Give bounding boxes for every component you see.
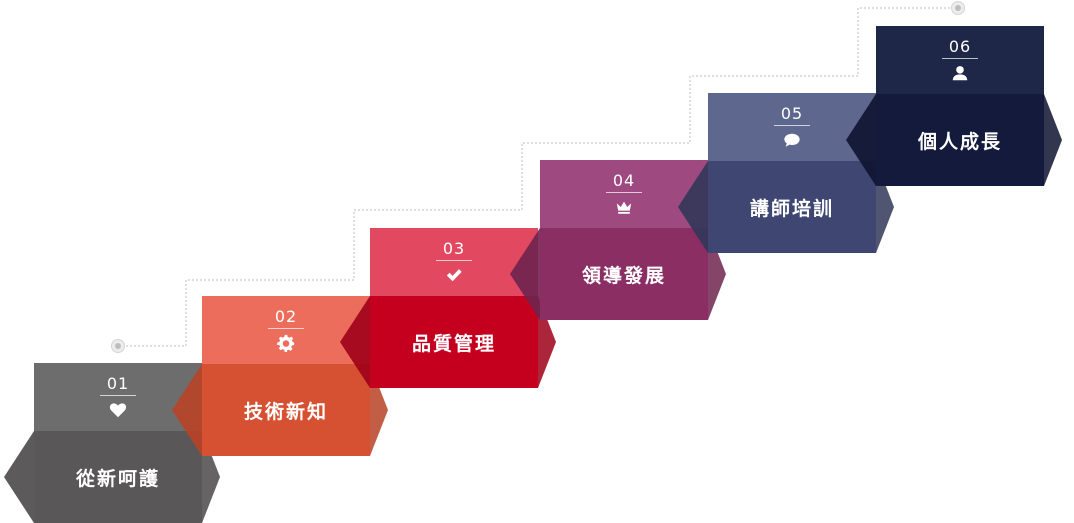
user-icon [951,64,969,82]
chat-icon [783,131,801,149]
connector-end-node [951,1,965,15]
step-number: 04 [606,172,642,193]
connector-start-node [111,339,125,353]
step-06: 06 個人成長 [846,26,1062,186]
step-right-fold [1044,94,1062,186]
check-icon [445,266,463,284]
step-label: 個人成長 [917,130,1002,153]
step-left-fold [340,296,370,388]
gear-icon [277,334,295,352]
step-label: 技術新知 [243,400,328,423]
step-label: 講師培訓 [749,197,834,220]
step-left-fold [172,364,202,456]
step-number: 01 [100,375,136,396]
step-left-fold [678,161,708,253]
step-label: 領導發展 [581,264,666,287]
step-number: 03 [436,240,472,261]
step-left-fold [510,228,540,320]
step-number: 06 [942,38,978,59]
step-body: 個人成長 [876,94,1044,186]
step-header: 06 [876,26,1044,94]
step-number: 05 [774,105,810,126]
heart-icon [109,401,127,419]
crown-icon [615,198,633,216]
step-label: 從新呵護 [75,467,160,490]
step-left-fold [4,431,34,523]
step-number: 02 [268,308,304,329]
step-label: 品質管理 [411,332,496,355]
step-left-fold [846,94,876,186]
